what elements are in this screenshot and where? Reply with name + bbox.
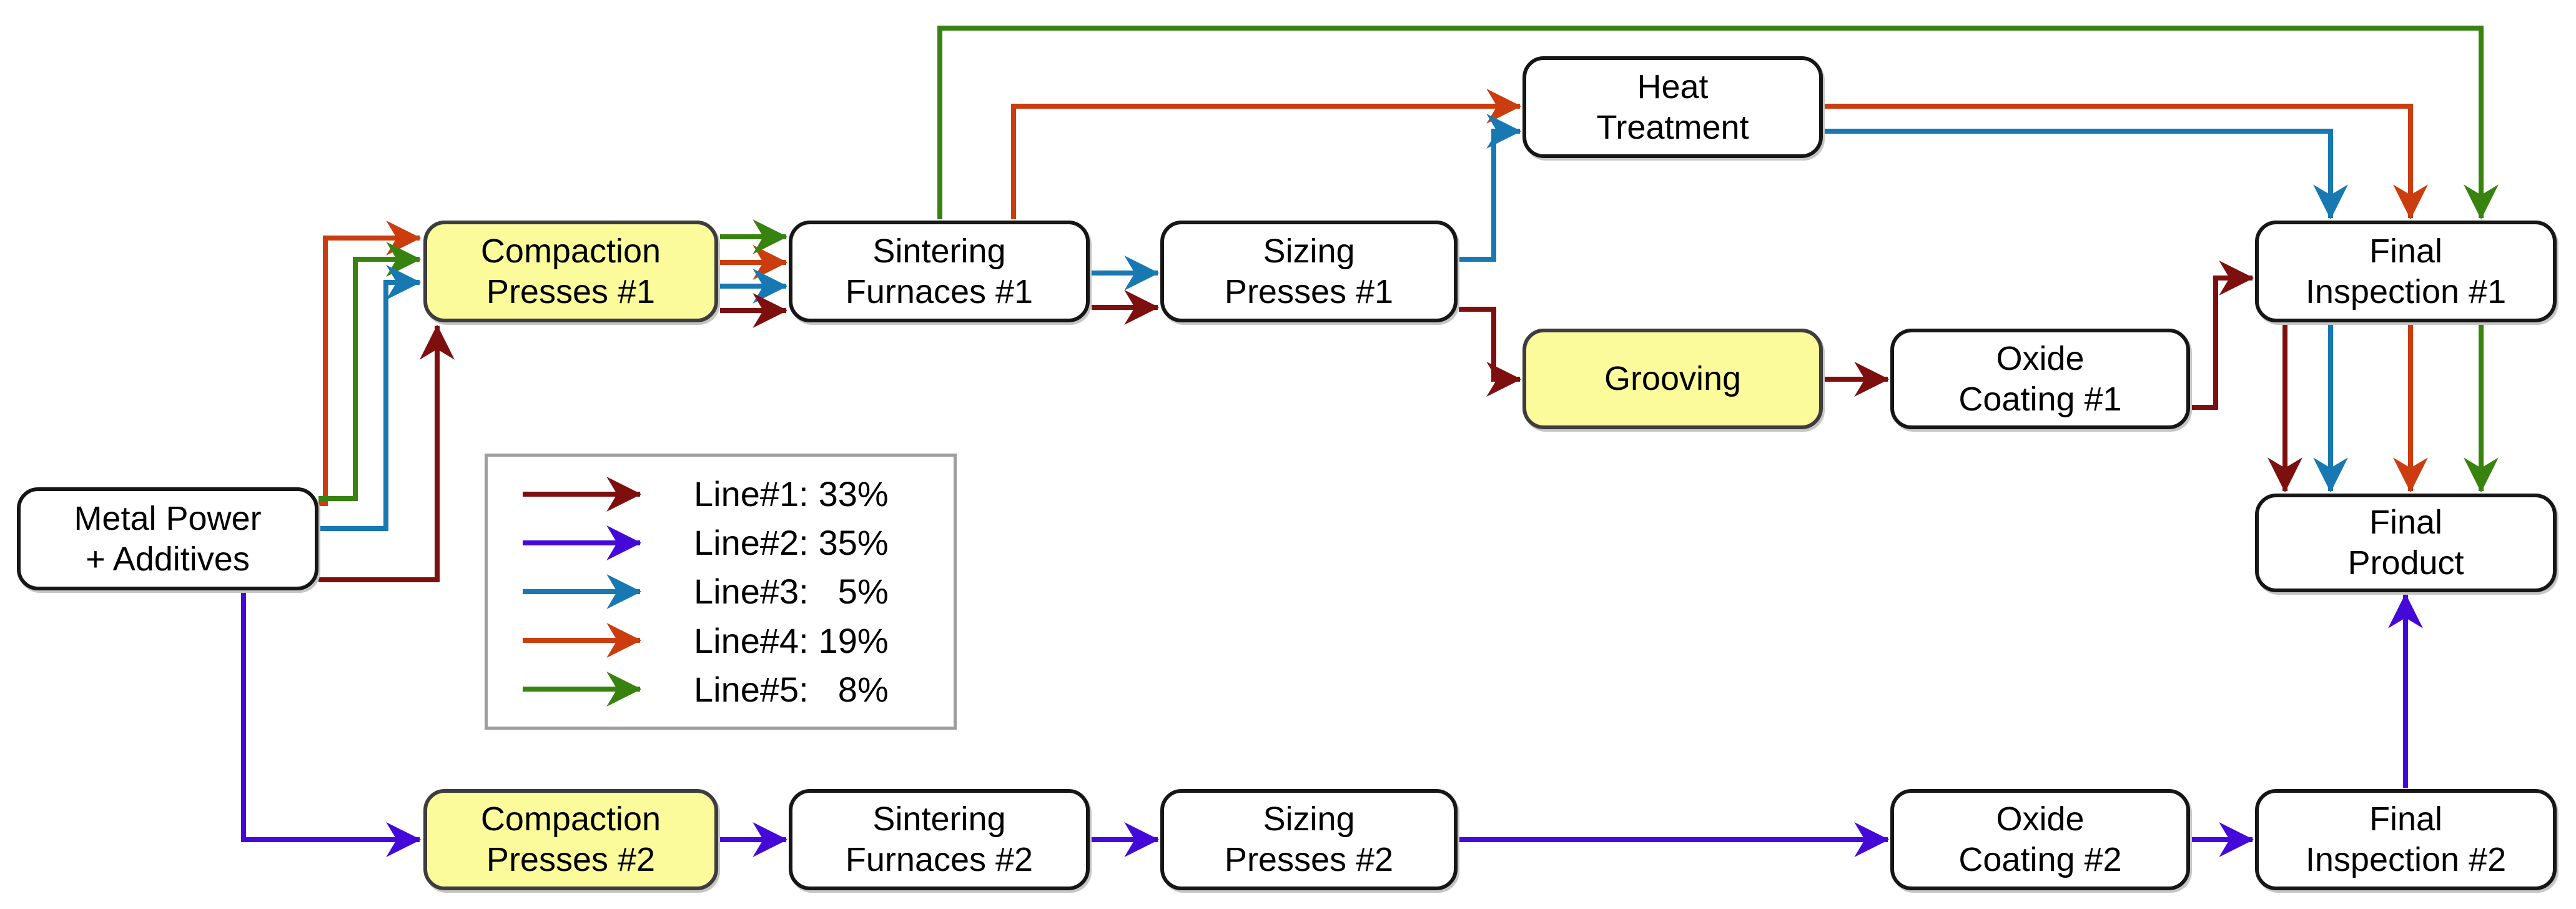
node-label: + Additives — [86, 540, 250, 578]
legend-label: Line#5: — [694, 669, 809, 709]
node-final-inspection-2: Final Inspection #2 — [2255, 789, 2557, 890]
node-sintering-furnaces-1: Sintering Furnaces #1 — [789, 221, 1090, 322]
edge-line4-metalpower-compaction1 — [318, 221, 422, 506]
legend-value: 5% — [837, 572, 889, 612]
node-final-product: Final Product — [2255, 494, 2557, 592]
node-label: Sizing — [1263, 232, 1355, 270]
node-compaction-presses-2: Compaction Presses #2 — [423, 789, 718, 890]
legend-arrow-icon — [523, 672, 642, 707]
node-label: Sizing — [1263, 800, 1355, 838]
edge-line3-heattreatment-finalinspection1 — [1825, 129, 2348, 220]
edge-line3-sizing1-heattreatment — [1459, 114, 1522, 262]
node-label: Final — [2369, 232, 2443, 270]
node-oxide-coating-2: Oxide Coating #2 — [1890, 789, 2190, 890]
legend-arrow-icon — [523, 623, 642, 658]
edge-line1-sizing1-grooving — [1459, 307, 1522, 397]
node-label: Furnaces #2 — [845, 841, 1034, 878]
edge-line4-sintering1-heattreatment — [1011, 89, 1522, 219]
legend-arrow-icon — [523, 574, 642, 609]
legend-arrow-icon — [523, 525, 642, 560]
node-label: Compaction — [480, 232, 661, 270]
node-label: Coating #2 — [1958, 841, 2122, 878]
node-oxide-coating-1: Oxide Coating #1 — [1890, 329, 2190, 429]
edge-line2-metalpower-compaction2 — [241, 590, 422, 857]
legend-label: Line#4: — [694, 620, 809, 660]
node-label: Sintering — [872, 800, 1006, 838]
node-compaction-presses-1: Compaction Presses #1 — [423, 221, 718, 322]
node-label: Final — [2369, 800, 2443, 838]
node-label: Product — [2347, 544, 2464, 582]
edges-line5 — [318, 26, 2499, 501]
node-sizing-presses-1: Sizing Presses #1 — [1160, 221, 1458, 322]
node-label: Oxide — [1996, 800, 2085, 838]
edge-line5-metalpower-compaction1 — [318, 242, 422, 501]
node-label: Presses #2 — [1224, 841, 1394, 878]
node-final-inspection-1: Final Inspection #1 — [2255, 221, 2557, 322]
node-label: Compaction — [480, 800, 661, 838]
node-label: Inspection #1 — [2305, 272, 2507, 310]
edges-line3 — [318, 114, 2348, 531]
legend-label: Line#3: — [694, 572, 809, 612]
legend-item-line5: Line#5: 8% — [488, 669, 954, 710]
node-metal-power: Metal Power + Additives — [17, 487, 318, 590]
legend-value: 8% — [837, 669, 889, 709]
edges-line2 — [241, 590, 2423, 857]
edge-line5-sintering1-finalinspection1 — [937, 26, 2499, 220]
legend: Line#1: 33% Line#2: 35% Line#3: 5% Line#… — [485, 454, 957, 730]
legend-item-line3: Line#3: 5% — [488, 571, 954, 612]
node-label: Presses #2 — [486, 841, 656, 878]
node-label: Final — [2369, 504, 2443, 542]
node-label: Presses #1 — [1224, 272, 1394, 310]
node-sintering-furnaces-2: Sintering Furnaces #2 — [789, 789, 1090, 890]
node-sizing-presses-2: Sizing Presses #2 — [1160, 789, 1458, 890]
node-heat-treatment: Heat Treatment — [1522, 56, 1823, 158]
edge-line1-metalpower-compaction1 — [318, 324, 455, 582]
legend-label: Line#1: — [694, 474, 809, 514]
edge-line1-oxidecoating1-finalinspection1 — [2192, 261, 2254, 410]
legend-item-line2: Line#2: 35% — [488, 522, 954, 563]
legend-item-line1: Line#1: 33% — [488, 474, 954, 514]
edge-line3-metalpower-compaction1 — [318, 265, 422, 531]
edges-line1 — [318, 261, 2302, 582]
node-label: Grooving — [1604, 360, 1742, 398]
legend-value: 19% — [818, 620, 889, 660]
node-label: Coating #1 — [1958, 380, 2122, 418]
legend-arrow-icon — [523, 476, 642, 512]
node-label: Treatment — [1596, 108, 1749, 146]
node-label: Furnaces #1 — [845, 272, 1034, 310]
legend-item-line4: Line#4: 19% — [488, 620, 954, 661]
node-label: Inspection #2 — [2305, 841, 2507, 878]
legend-value: 33% — [818, 474, 889, 514]
edges-line4 — [318, 89, 2428, 506]
edge-line4-heattreatment-finalinspection1 — [1825, 104, 2428, 220]
node-label: Presses #1 — [486, 272, 656, 310]
node-label: Sintering — [872, 232, 1006, 270]
legend-value: 35% — [818, 523, 889, 563]
node-grooving: Grooving — [1522, 329, 1823, 429]
node-label: Oxide — [1996, 339, 2085, 377]
legend-label: Line#2: — [694, 523, 809, 563]
node-label: Metal Power — [74, 499, 262, 537]
node-label: Heat — [1637, 67, 1709, 106]
